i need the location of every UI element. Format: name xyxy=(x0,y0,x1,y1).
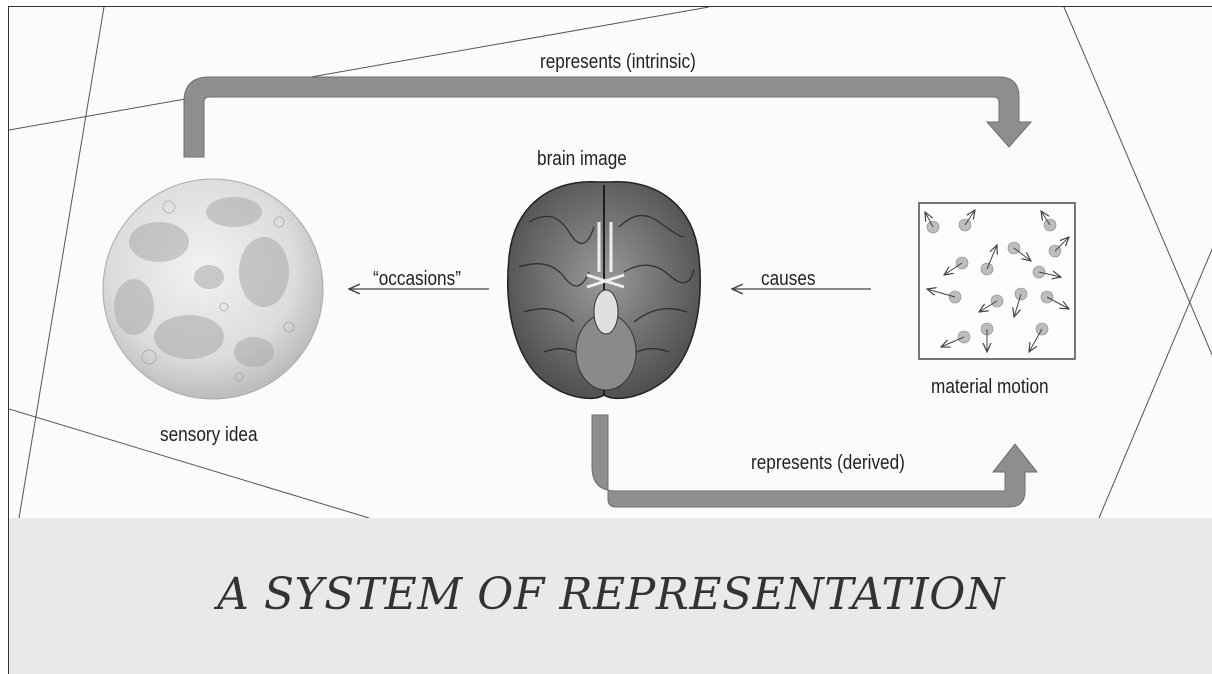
slide-title: A SYSTEM OF REPRESENTATION xyxy=(9,569,1212,620)
slide: represents (intrinsic) brain image “occa… xyxy=(8,6,1212,674)
represents-intrinsic-arrow xyxy=(184,77,1031,157)
title-band: A SYSTEM OF REPRESENTATION xyxy=(9,518,1212,674)
causes-label: causes xyxy=(761,268,816,291)
occasions-label: “occasions” xyxy=(373,268,461,291)
brain-illustration xyxy=(508,182,701,399)
material-motion-label: material motion xyxy=(931,376,1049,399)
material-motion-box xyxy=(919,203,1075,359)
represents-derived-label: represents (derived) xyxy=(751,452,905,475)
represents-intrinsic-label: represents (intrinsic) xyxy=(540,51,696,74)
brain-image-label: brain image xyxy=(537,148,627,171)
moon-illustration xyxy=(103,179,323,399)
sensory-idea-label: sensory idea xyxy=(160,424,258,447)
